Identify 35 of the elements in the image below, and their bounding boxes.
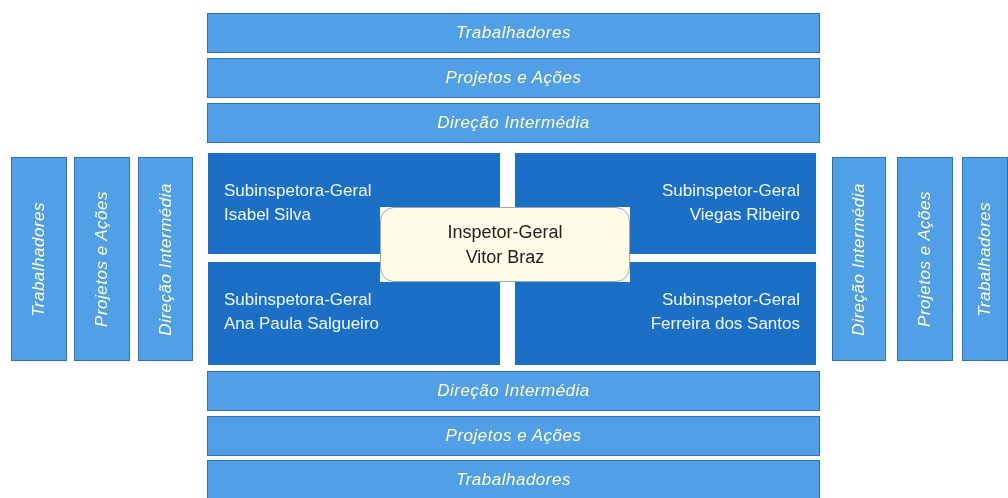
band-label: Trabalhadores	[29, 201, 49, 317]
band-label: Trabalhadores	[456, 470, 571, 490]
panel-text: Isabel Silva	[224, 204, 311, 226]
band-label: Trabalhadores	[975, 201, 995, 317]
vertical-band	[74, 157, 130, 361]
band-label: Projetos e Ações	[915, 191, 935, 327]
vertical-band	[138, 157, 193, 361]
vertical-band	[832, 157, 886, 361]
panel-text: Ferreira dos Santos	[650, 313, 800, 335]
panel-text: Ana Paula Salgueiro	[224, 313, 379, 335]
band-label: Direção Intermédia	[155, 182, 176, 336]
vertical-band	[962, 157, 1008, 361]
band	[207, 58, 820, 98]
panel-text: Subinspetora-Geral	[224, 289, 372, 311]
band	[207, 13, 820, 53]
center-text: Inspetor-Geral	[447, 220, 563, 244]
panel-text: Subinspetor-Geral	[662, 180, 800, 202]
band-label: Trabalhadores	[456, 23, 571, 43]
band-label: Direção Intermédia	[437, 113, 590, 133]
band	[207, 103, 820, 143]
band-label: Direção Intermédia	[437, 381, 590, 401]
band	[207, 371, 820, 411]
band-label: Projetos e Ações	[445, 68, 582, 88]
center-text: Vitor Braz	[465, 245, 545, 269]
panel-text: Subinspetor-Geral	[662, 289, 800, 311]
band-label: Projetos e Ações	[445, 426, 582, 446]
center-box	[380, 207, 630, 282]
vertical-band	[897, 157, 953, 361]
panel-text: Subinspetora-Geral	[224, 180, 372, 202]
band-label: Direção Intermédia	[849, 182, 869, 336]
vertical-band	[11, 157, 67, 361]
band-label: Projetos e Ações	[92, 191, 112, 327]
panel-text: Viegas Ribeiro	[689, 204, 800, 226]
band	[207, 416, 820, 456]
band	[207, 460, 820, 498]
